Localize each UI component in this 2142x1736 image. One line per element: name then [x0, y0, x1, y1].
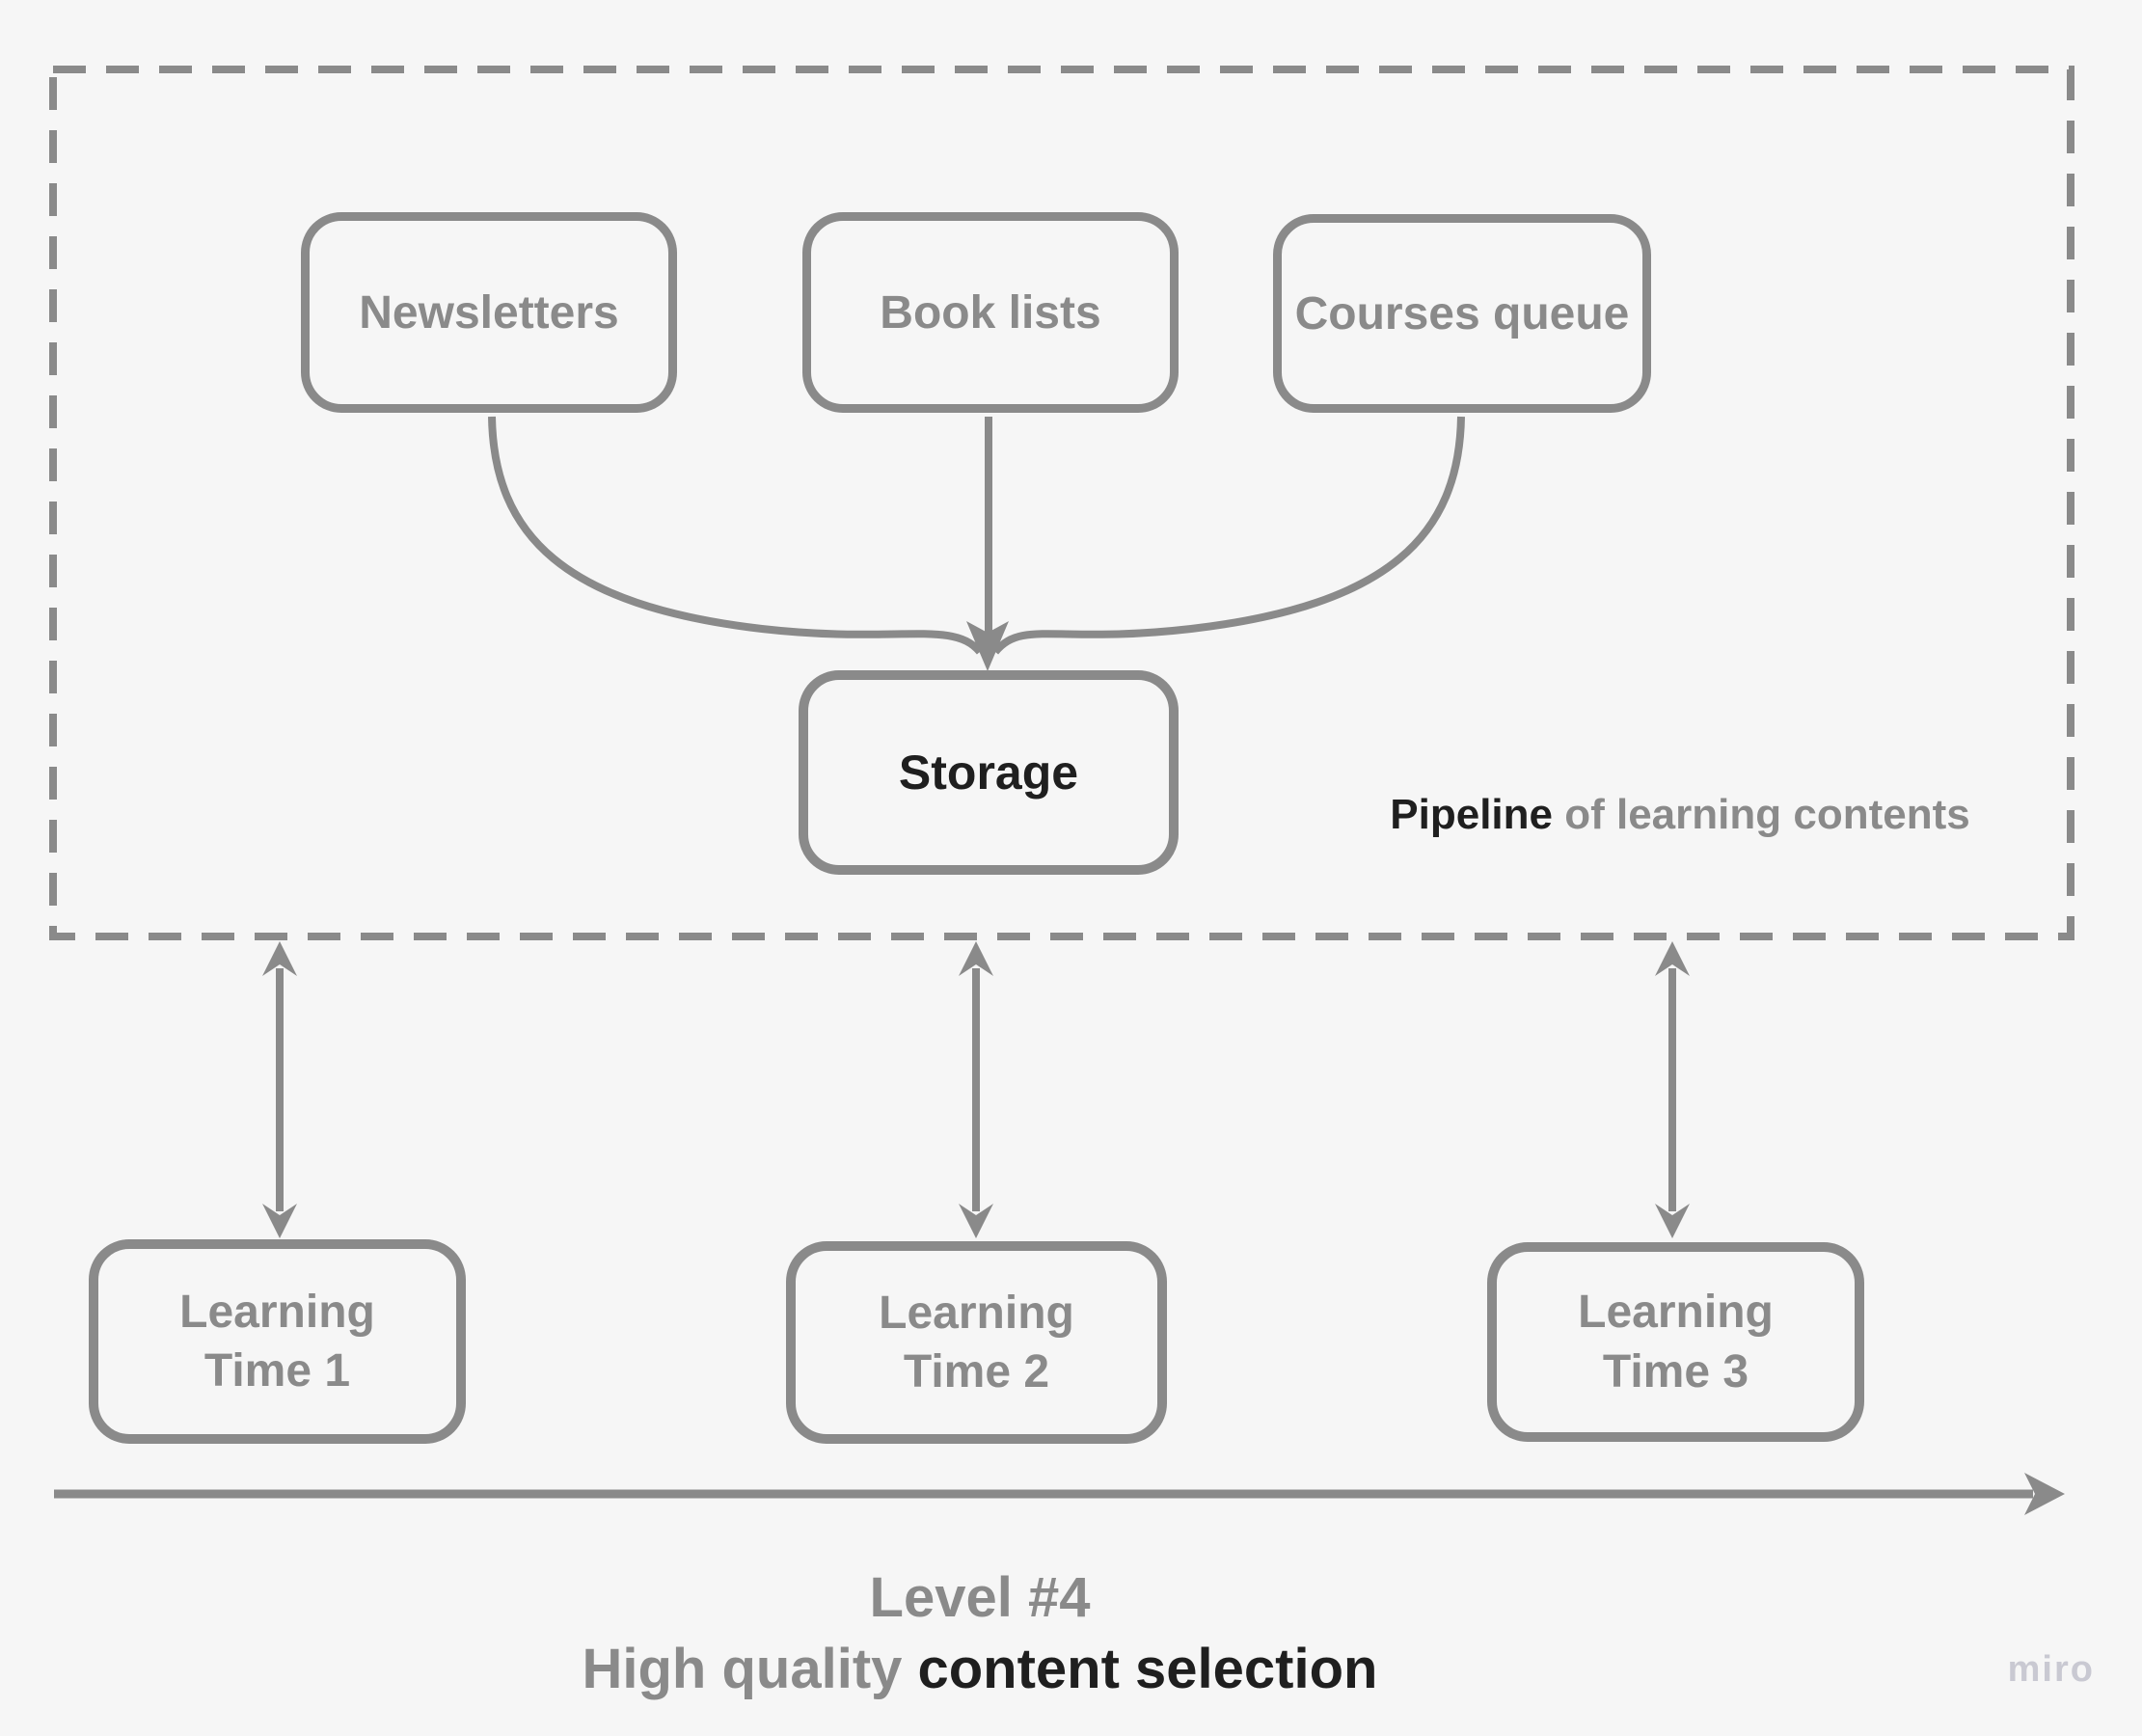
- node-learning-time-3[interactable]: Learning Time 3: [1487, 1242, 1864, 1442]
- timeline-arrow[interactable]: [54, 1473, 2065, 1515]
- level-caption-line2: High quality content selection: [401, 1634, 1559, 1705]
- arrowhead-right-icon: [2024, 1473, 2065, 1515]
- node-courses-queue[interactable]: Courses queue: [1273, 214, 1651, 413]
- arrowhead-down-icon: [262, 1204, 297, 1238]
- arrowhead-down-icon: [1655, 1204, 1690, 1238]
- arrowhead-up-icon: [959, 941, 993, 976]
- node-learning-time-1-label: Learning Time 1: [179, 1286, 375, 1397]
- node-learning-time-3-label: Learning Time 3: [1578, 1287, 1774, 1397]
- node-learning-time-2-label: Learning Time 2: [879, 1287, 1074, 1397]
- level-caption[interactable]: Level #4 High quality content selection: [401, 1562, 1559, 1705]
- node-storage[interactable]: Storage: [799, 670, 1179, 875]
- arrowhead-down-icon: [959, 1204, 993, 1238]
- pipeline-caption[interactable]: Pipeline of learning contents: [1362, 783, 1998, 847]
- double-arrow-learning-time-1[interactable]: [262, 941, 297, 1238]
- node-courses-queue-label: Courses queue: [1294, 287, 1630, 339]
- arrowhead-up-icon: [1655, 941, 1690, 976]
- double-arrow-learning-time-3[interactable]: [1655, 941, 1690, 1238]
- level-caption-line2-dark: content selection: [917, 1638, 1378, 1700]
- miro-watermark: miro: [2007, 1649, 2095, 1690]
- level-caption-line2-gray: High quality: [582, 1638, 918, 1700]
- node-newsletters-label: Newsletters: [359, 286, 619, 339]
- double-arrow-learning-time-2[interactable]: [959, 941, 993, 1238]
- node-storage-label: Storage: [898, 746, 1079, 800]
- storage-arrowhead-icon: [966, 621, 1009, 671]
- arrowhead-up-icon: [262, 941, 297, 976]
- pipeline-caption-bold: Pipeline: [1390, 791, 1553, 838]
- pipeline-dashed-border[interactable]: [49, 66, 2074, 940]
- connector-newsletters-to-storage[interactable]: [488, 416, 984, 655]
- node-book-lists-label: Book lists: [880, 286, 1101, 339]
- level-caption-line1: Level #4: [869, 1566, 1091, 1629]
- pipeline-caption-rest: of learning contents: [1553, 791, 1970, 838]
- node-newsletters[interactable]: Newsletters: [301, 212, 677, 413]
- connector-coursesqueue-to-storage[interactable]: [991, 416, 1465, 655]
- node-learning-time-2[interactable]: Learning Time 2: [786, 1241, 1167, 1444]
- node-book-lists[interactable]: Book lists: [802, 212, 1179, 413]
- node-learning-time-1[interactable]: Learning Time 1: [89, 1239, 466, 1444]
